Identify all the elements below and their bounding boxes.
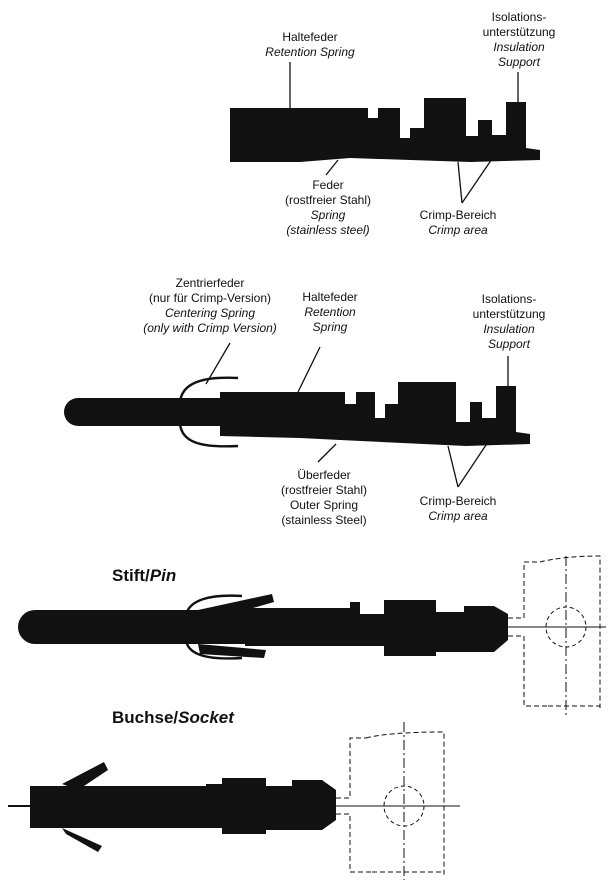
- socket-leader-lines: [289, 62, 519, 204]
- pin-contact-body: [64, 382, 530, 446]
- label-de: Haltefeder: [302, 290, 358, 304]
- label-de: (rostfreier Stahl): [284, 193, 372, 207]
- heading-en: Pin: [149, 566, 177, 585]
- label-de: Haltefeder: [282, 30, 338, 44]
- label-de: Überfeder: [297, 468, 351, 482]
- label-en: Centering Spring: [164, 306, 256, 320]
- label-en: Crimp area: [428, 223, 488, 237]
- buchse-socket-drawing: [8, 762, 336, 852]
- label-en: (stainless steel): [286, 223, 370, 237]
- label-en: Insulation: [483, 322, 535, 336]
- label-en: Outer Spring: [289, 498, 359, 512]
- stift-pin-heading: Stift/Pin: [112, 566, 176, 586]
- label-en: Retention: [304, 305, 356, 319]
- insulation-support-label: Isolations- unterstützung Insulation Sup…: [464, 10, 574, 70]
- label-de: Crimp-Bereich: [419, 494, 497, 508]
- label-en: Insulation: [493, 40, 545, 54]
- buchse-wiring-outline: [336, 722, 460, 880]
- heading-de: Buchse/: [112, 708, 179, 727]
- label-de: Zentrierfeder: [175, 276, 245, 290]
- label-en: Retention Spring: [265, 45, 355, 59]
- label-de: unterstützung: [472, 307, 546, 321]
- label-en: Crimp area: [428, 509, 488, 523]
- heading-en: Socket: [178, 708, 234, 727]
- stift-wiring-outline: [508, 555, 606, 716]
- insulation-support-label-2: Isolations- unterstützung Insulation Sup…: [454, 292, 564, 352]
- label-en: Support: [487, 337, 531, 351]
- outer-spring-label: Überfeder (rostfreier Stahl) Outer Sprin…: [254, 468, 394, 528]
- label-de: Crimp-Bereich: [419, 208, 497, 222]
- haltefeder-label: Haltefeder Retention Spring: [250, 30, 370, 60]
- label-en: Support: [497, 55, 541, 69]
- feder-label: Feder (rostfreier Stahl) Spring (stainle…: [258, 178, 398, 238]
- label-de: (nur für Crimp-Version): [148, 291, 272, 305]
- label-en: Spring: [310, 208, 346, 222]
- haltefeder-label-2: Haltefeder Retention Spring: [280, 290, 380, 335]
- socket-contact-body: [230, 98, 540, 162]
- label-de: (rostfreier Stahl): [280, 483, 368, 497]
- label-en: Spring: [312, 320, 348, 334]
- label-de: unterstützung: [482, 25, 556, 39]
- label-de: Isolations-: [491, 10, 547, 24]
- heading-de: Stift/: [112, 566, 150, 585]
- label-de: Isolations-: [481, 292, 537, 306]
- buchse-socket-heading: Buchse/Socket: [112, 708, 234, 728]
- pin-leader-lines: [205, 342, 509, 488]
- crimp-area-label-2: Crimp-Bereich Crimp area: [398, 494, 518, 524]
- centering-spring: [178, 376, 239, 448]
- centering-spring-label: Zentrierfeder (nur für Crimp-Version) Ce…: [120, 276, 300, 336]
- stift-pin-drawing: [18, 594, 508, 660]
- crimp-area-label: Crimp-Bereich Crimp area: [398, 208, 518, 238]
- label-en: (only with Crimp Version): [143, 321, 277, 335]
- label-de: Feder: [312, 178, 344, 192]
- label-en: (stainless Steel): [281, 513, 367, 527]
